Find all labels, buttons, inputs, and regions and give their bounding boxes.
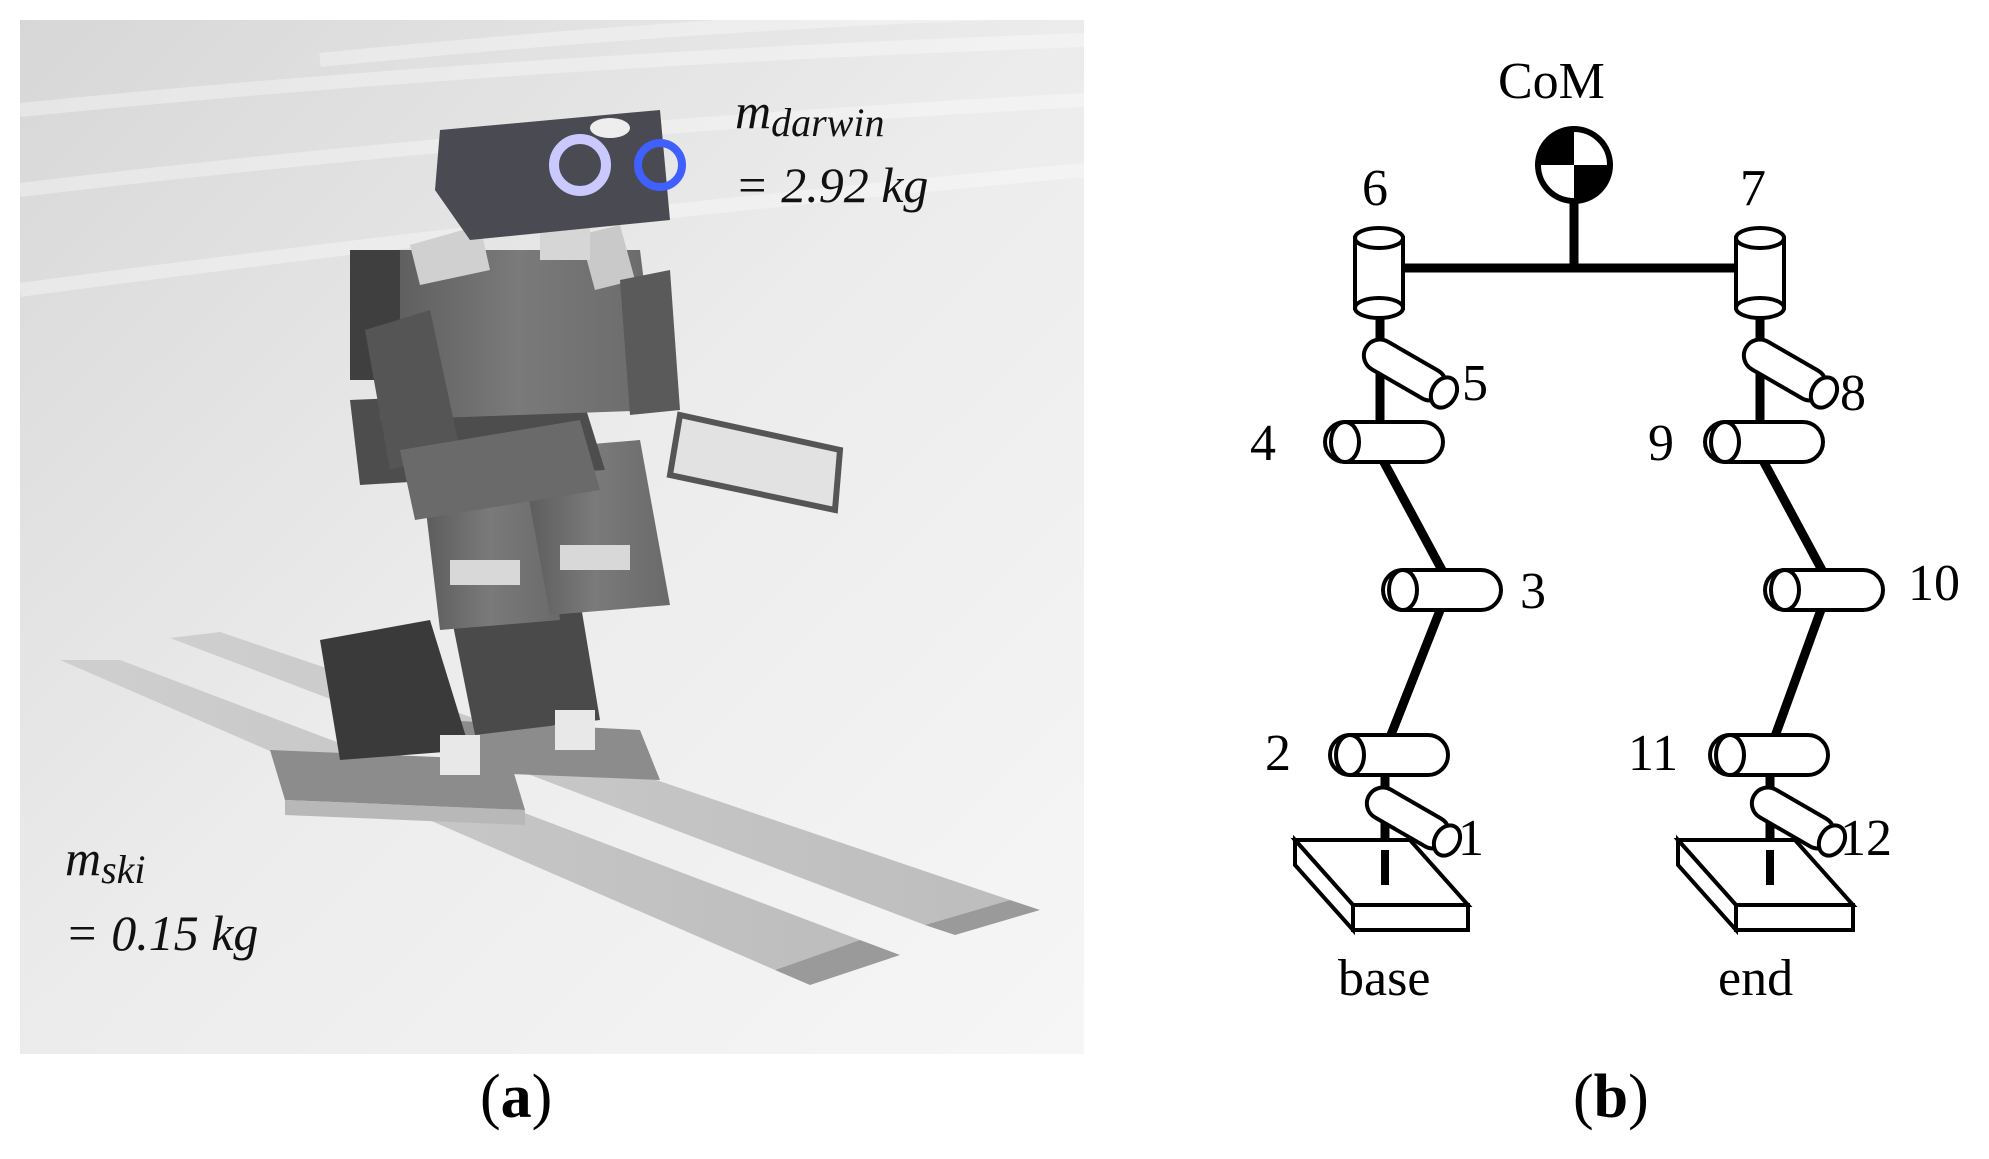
joint-6-label: 6 <box>1362 160 1388 217</box>
end-foot <box>1673 834 1858 936</box>
joint-4-cylinder <box>1323 420 1445 464</box>
joint-5-label: 5 <box>1462 355 1488 412</box>
joint-11-cylinder <box>1708 733 1830 777</box>
joint-2-label: 2 <box>1265 725 1291 782</box>
joint-10-cylinder <box>1763 568 1885 612</box>
caption-b-letter: b <box>1593 1063 1629 1131</box>
joint-5-cylinder <box>1361 337 1460 410</box>
joint-1-label: 1 <box>1458 810 1484 867</box>
joint-7-label: 7 <box>1740 160 1766 217</box>
joint-10-label: 10 <box>1908 555 1960 612</box>
caption-b-close: ) <box>1628 1063 1649 1131</box>
joint-1-cylinder <box>1364 785 1463 858</box>
ski-mass-subscript: ski <box>101 847 145 892</box>
joint-3-cylinder <box>1381 568 1503 612</box>
caption-a-letter: a <box>500 1063 532 1131</box>
darwin-mass-value: = 2.92 kg <box>735 157 928 213</box>
caption-a-open: ( <box>480 1063 501 1131</box>
com-symbol <box>1535 126 1613 204</box>
joint-6-cylinder <box>1353 226 1405 320</box>
svg-text:mdarwin: mdarwin <box>735 83 884 145</box>
robot-render-panel: mdarwin = 2.92 kg mski = 0.15 kg <box>20 20 1084 1054</box>
ski-mass-label: mski = 0.15 kg <box>65 830 258 961</box>
joint-3-label: 3 <box>1520 563 1546 620</box>
joint-8-label: 8 <box>1840 365 1866 422</box>
joint-9-label: 9 <box>1648 415 1674 472</box>
joint-9-cylinder <box>1703 420 1825 464</box>
end-label: end <box>1718 950 1793 1007</box>
darwin-mass-label: mdarwin = 2.92 kg <box>735 83 928 213</box>
caption-b-open: ( <box>1573 1063 1594 1131</box>
caption-a: (a) <box>480 1062 552 1133</box>
ski-mass-value: = 0.15 kg <box>65 905 258 961</box>
darwin-mass-subscript: darwin <box>771 100 884 145</box>
svg-text:mski: mski <box>65 830 146 892</box>
base-label: base <box>1338 950 1430 1007</box>
joint-11-label: 11 <box>1628 725 1678 782</box>
com-label: CoM <box>1498 53 1605 110</box>
ski-mass-symbol: m <box>65 830 101 886</box>
joint-12-cylinder <box>1749 785 1848 858</box>
joint-7-cylinder <box>1734 226 1786 320</box>
caption-b: (b) <box>1573 1062 1649 1133</box>
joint-2-cylinder <box>1328 733 1450 777</box>
joint-8-cylinder <box>1741 337 1840 410</box>
darwin-robot <box>320 110 844 775</box>
joint-4-label: 4 <box>1250 415 1276 472</box>
caption-a-close: ) <box>531 1063 553 1131</box>
kinematic-chain-diagram: CoM 6 7 5 8 4 9 3 10 2 11 1 12 base end <box>1250 53 1960 1007</box>
joint-12-label: 12 <box>1840 810 1892 867</box>
darwin-mass-symbol: m <box>735 83 771 139</box>
